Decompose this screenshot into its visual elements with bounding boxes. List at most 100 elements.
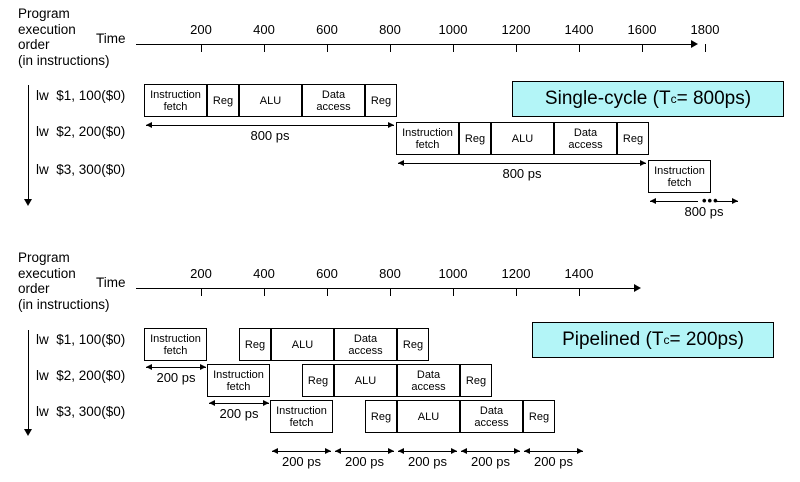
- stage-box-reg: Reg: [365, 400, 397, 433]
- measure-label-row1: 800 ps: [250, 128, 290, 143]
- axis-tick-1400: [579, 288, 580, 296]
- axis-tick-label-1800: 1800: [690, 22, 720, 37]
- stage-box-alu: ALU: [239, 84, 302, 117]
- instruction-label-1: lw $1, 100($0): [36, 332, 126, 347]
- time-axis-line: [136, 288, 634, 289]
- bottom-measure-label-4: 200 ps: [470, 454, 511, 469]
- measure-arrow-row1: [146, 363, 206, 372]
- stage-box-instruction-fetch: Instruction fetch: [648, 160, 711, 193]
- stage-box-instruction-fetch: Instruction fetch: [270, 400, 333, 433]
- stage-box-instruction-fetch: Instruction fetch: [144, 84, 207, 117]
- axis-tick-label-200: 200: [190, 266, 212, 281]
- axis-tick-label-1200: 1200: [501, 266, 531, 281]
- axis-tick-1000: [453, 288, 454, 296]
- measure-arrow-row3-cont: [716, 197, 738, 206]
- axis-tick-600: [327, 288, 328, 296]
- stage-box-instruction-fetch: Instruction fetch: [396, 122, 459, 155]
- axis-tick-label-800: 800: [379, 266, 401, 281]
- instruction-label-2: lw $2, 200($0): [36, 124, 126, 139]
- time-axis-arrow-icon: [691, 40, 698, 48]
- axis-tick-200: [201, 288, 202, 296]
- program-order-arrow-head-icon: [24, 429, 32, 436]
- axis-tick-label-1600: 1600: [627, 22, 657, 37]
- stage-box-data-access: Data access: [302, 84, 365, 117]
- stage-box-data-access: Data access: [334, 328, 397, 361]
- callout-text-suffix: = 200ps): [669, 329, 744, 350]
- stage-box-reg-write: Reg: [460, 364, 492, 397]
- stage-box-alu: ALU: [334, 364, 397, 397]
- program-execution-order-label: Program execution order (in instructions…: [18, 250, 110, 312]
- bottom-measure-label-1: 200 ps: [281, 454, 322, 469]
- axis-tick-400: [264, 288, 265, 296]
- stage-box-alu: ALU: [271, 328, 334, 361]
- stage-box-reg-write: Reg: [523, 400, 555, 433]
- stage-box-reg-write: Reg: [365, 84, 397, 117]
- axis-tick-1800: [705, 44, 706, 52]
- stage-box-reg: Reg: [207, 84, 239, 117]
- axis-tick-800: [390, 288, 391, 296]
- time-axis-label: Time: [96, 31, 126, 46]
- callout-text-suffix: = 800ps): [676, 88, 752, 109]
- measure-arrow-row1: [146, 121, 394, 130]
- axis-tick-label-400: 400: [253, 266, 275, 281]
- callout-text-prefix: Single-cycle (T: [544, 88, 671, 109]
- time-axis-arrow-icon: [634, 284, 641, 292]
- instruction-label-2: lw $2, 200($0): [36, 368, 126, 383]
- stage-box-reg: Reg: [239, 328, 271, 361]
- stage-box-alu: ALU: [491, 122, 554, 155]
- program-execution-order-label: Program execution order (in instructions…: [18, 6, 110, 68]
- axis-tick-label-1400: 1400: [564, 22, 594, 37]
- measure-label-row2: 800 ps: [502, 166, 542, 181]
- stage-box-data-access: Data access: [460, 400, 523, 433]
- axis-tick-1000: [453, 44, 454, 52]
- bottom-measure-arrow-2: [335, 447, 394, 456]
- measure-label-row2: 200 ps: [219, 406, 259, 421]
- measure-label-row1: 200 ps: [156, 370, 196, 385]
- stage-box-instruction-fetch: Instruction fetch: [144, 328, 207, 361]
- continuation-dots: •••: [702, 193, 719, 208]
- axis-tick-label-1000: 1000: [438, 266, 468, 281]
- axis-tick-label-1200: 1200: [501, 22, 531, 37]
- program-order-arrow-line: [28, 330, 29, 430]
- axis-tick-600: [327, 44, 328, 52]
- instruction-label-1: lw $1, 100($0): [36, 88, 126, 103]
- time-axis-line: [136, 44, 691, 45]
- bottom-measure-label-5: 200 ps: [533, 454, 574, 469]
- axis-tick-1600: [642, 44, 643, 52]
- measure-arrow-row2: [398, 159, 646, 168]
- axis-tick-800: [390, 44, 391, 52]
- axis-tick-1200: [516, 288, 517, 296]
- program-order-arrow-head-icon: [24, 199, 32, 206]
- axis-tick-400: [264, 44, 265, 52]
- callout-text-sub: c: [663, 333, 670, 347]
- callout-text-sub: c: [670, 92, 677, 106]
- axis-tick-label-200: 200: [190, 22, 212, 37]
- axis-tick-label-1000: 1000: [438, 22, 468, 37]
- axis-tick-label-600: 600: [316, 266, 338, 281]
- stage-box-reg-write: Reg: [397, 328, 429, 361]
- measure-arrow-row2: [209, 399, 269, 408]
- bottom-measure-label-2: 200 ps: [344, 454, 385, 469]
- bottom-measure-arrow-4: [461, 447, 520, 456]
- stage-box-data-access: Data access: [554, 122, 617, 155]
- axis-tick-label-600: 600: [316, 22, 338, 37]
- bottom-measure-label-3: 200 ps: [407, 454, 448, 469]
- stage-box-data-access: Data access: [397, 364, 460, 397]
- bottom-measure-arrow-1: [272, 447, 331, 456]
- callout-text-prefix: Pipelined (T: [562, 329, 664, 350]
- instruction-label-3: lw $3, 300($0): [36, 404, 126, 419]
- axis-tick-label-800: 800: [379, 22, 401, 37]
- stage-box-instruction-fetch: Instruction fetch: [207, 364, 270, 397]
- time-axis-label: Time: [96, 275, 126, 290]
- measure-label-row3: 800 ps: [684, 204, 724, 219]
- instruction-label-3: lw $3, 300($0): [36, 162, 126, 177]
- axis-tick-1400: [579, 44, 580, 52]
- stage-box-reg: Reg: [302, 364, 334, 397]
- stage-box-reg: Reg: [459, 122, 491, 155]
- measure-arrow-row3: [650, 197, 698, 206]
- bottom-measure-arrow-5: [524, 447, 583, 456]
- stage-box-reg-write: Reg: [617, 122, 649, 155]
- bottom-measure-arrow-3: [398, 447, 457, 456]
